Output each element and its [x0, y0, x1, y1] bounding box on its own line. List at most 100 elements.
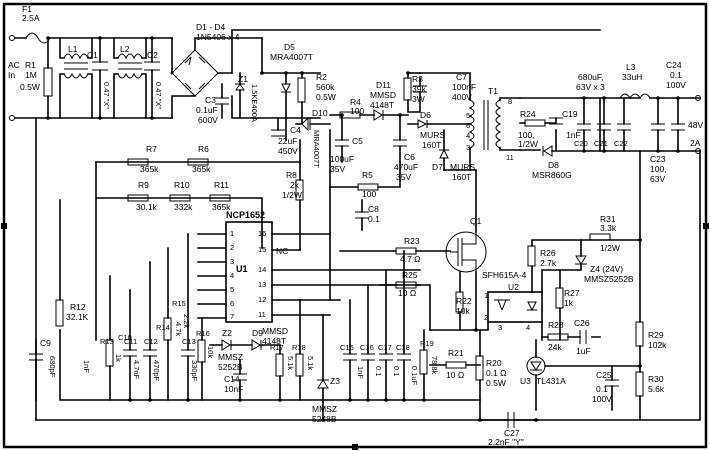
label-c15: C15: [340, 343, 354, 352]
label-u2-pin4: 4: [526, 323, 530, 332]
label-f1-value: 2.5A: [22, 13, 40, 23]
frame-marker-bottom: [352, 444, 358, 450]
pin-left-7: 7: [230, 312, 234, 321]
label-d7-value2: 160T: [452, 172, 471, 182]
label-d8: D8: [548, 160, 559, 170]
divider-network: [95, 139, 304, 341]
label-r18: R18: [292, 343, 306, 352]
label-r21: R21: [448, 348, 464, 358]
label-r9-value: 30.1k: [136, 202, 158, 212]
label-r23-value: 4.7 Ω: [400, 254, 421, 264]
label-c19-value: 1nF: [566, 130, 581, 140]
label-t1-pin11: 11: [506, 153, 514, 162]
capacitor-c15-c18: [343, 353, 411, 361]
diode-d7: [439, 148, 449, 159]
label-d11-value1: MMSD: [370, 90, 396, 100]
capacitor-c23-c24: [651, 123, 685, 131]
frame-marker-right: [703, 223, 709, 229]
diode-d9: [251, 339, 262, 351]
label-r29-value: 102k: [648, 340, 667, 350]
label-d6-value1: MURS: [420, 130, 445, 140]
label-u2-pin1: 1: [484, 291, 488, 300]
label-d10-value: MRA4007T: [312, 130, 321, 168]
capacitor-c14: [233, 373, 247, 381]
input-section: [9, 32, 263, 121]
output-terminal-positive[interactable]: [695, 95, 701, 101]
label-c6-value2: 35V: [396, 172, 411, 182]
resistor-r26: [527, 245, 536, 267]
inductor-l1: [63, 53, 89, 79]
label-u2-pin3: 3: [498, 323, 502, 332]
label-c11: C11: [124, 337, 137, 346]
label-c10: C10: [118, 333, 132, 342]
label-r8: R8: [286, 170, 297, 180]
label-c4-value2: 450V: [278, 146, 298, 156]
label-c21: C21: [594, 139, 608, 148]
label-t1-pin5: 5: [466, 111, 470, 120]
label-r22: R22: [456, 296, 472, 306]
bottom-components: [29, 117, 537, 428]
ac-terminal-top[interactable]: [9, 35, 15, 41]
label-c26: C26: [574, 318, 590, 328]
ac-terminal-bottom[interactable]: [9, 115, 15, 121]
capacitor-c9: [29, 353, 43, 361]
pin-left-2: 2: [230, 243, 234, 252]
label-r24-value2: 1/2W: [518, 139, 538, 149]
diode-d5: [281, 83, 291, 94]
label-r27: R27: [564, 288, 580, 298]
shunt-regulator-u3: [526, 356, 546, 376]
label-c13-value: 330pF: [190, 360, 199, 382]
controller-ic-u1: [197, 221, 421, 323]
label-r29: R29: [648, 330, 664, 340]
label-r8-value2: 1/2W: [282, 190, 302, 200]
resistor-r29: [635, 321, 644, 347]
label-r22-value: 10k: [456, 306, 470, 316]
label-r2-value1: 560k: [316, 82, 335, 92]
frame-marker-left: [1, 223, 7, 229]
label-ncp1652: NCP1652: [226, 210, 265, 220]
capacitor-c26: [579, 330, 587, 344]
label-c7-value1: 100nF: [452, 82, 476, 92]
pin-left-6: 6: [230, 299, 234, 308]
label-r23: R23: [404, 236, 420, 246]
label-c7: C7: [456, 72, 467, 82]
label-c27: C27: [504, 428, 520, 438]
label-c24: C24: [666, 60, 682, 70]
label-r28: R28: [548, 320, 564, 330]
label-r12: R12: [70, 302, 86, 312]
label-c4-value1: 22uF: [278, 136, 297, 146]
pin-left-5: 5: [230, 285, 234, 294]
label-c19: C19: [562, 109, 578, 119]
resistor-r27: [555, 287, 564, 309]
label-u2-pin2: 2: [484, 313, 488, 322]
label-c20: C20: [574, 139, 588, 148]
label-t1-pin3: 3: [466, 143, 470, 152]
diode-d6: [417, 119, 428, 129]
label-c8-value: 0.1: [368, 214, 380, 224]
resistor-r24: [524, 119, 546, 127]
label-d9: D9: [252, 328, 263, 338]
label-c17-value: 0.1: [392, 366, 401, 376]
capacitor-c4: [271, 129, 285, 137]
label-u3: U3: [520, 376, 531, 386]
zener-z4: [575, 255, 587, 265]
label-r14: R14: [156, 323, 170, 332]
label-r16: R16: [196, 329, 210, 338]
capacitor-c25: [605, 379, 619, 387]
label-c25-value2: 100V: [592, 394, 612, 404]
label-r2: R2: [316, 72, 327, 82]
label-t1-pin4: 4: [466, 131, 470, 140]
label-c9: C9: [40, 338, 51, 348]
label-c5-value2: 35V: [330, 164, 345, 174]
pin-left-3: 3: [230, 257, 234, 266]
label-r11-value: 365k: [212, 202, 231, 212]
label-t1-pin8: 8: [508, 97, 512, 106]
label-l3: L3: [626, 62, 636, 72]
capacitor-c8: [355, 211, 369, 219]
capacitor-c11: [123, 349, 137, 357]
label-c18-value: 0.1uF: [410, 366, 419, 386]
pin-right-12: 12: [258, 295, 266, 304]
label-z1: Z1: [238, 74, 248, 84]
label-c13: C13: [182, 337, 196, 346]
